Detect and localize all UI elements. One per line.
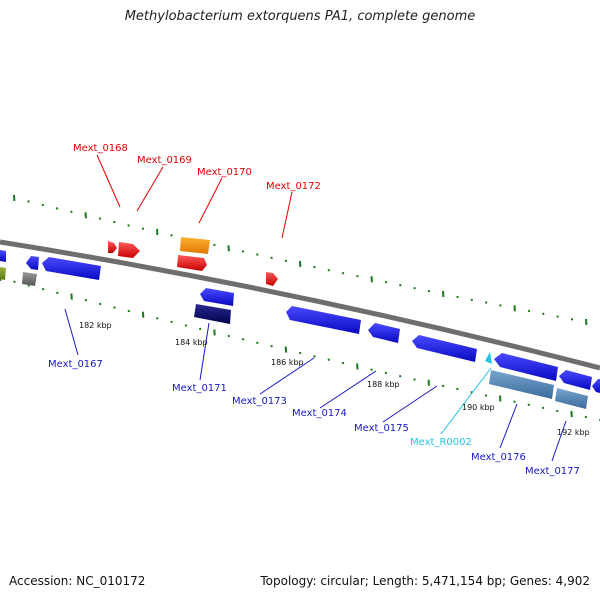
gene-arrow-mext-0177[interactable] bbox=[555, 388, 588, 409]
gene-label-mext-0170[interactable]: Mext_0170 bbox=[197, 167, 252, 178]
gene-arrow-mext-0167[interactable] bbox=[42, 257, 101, 280]
forward-strand-features bbox=[108, 237, 278, 286]
leader-mext-0168 bbox=[96, 154, 121, 208]
label-leaders bbox=[64, 154, 567, 462]
gene-arrow-left-edge-olive[interactable] bbox=[0, 267, 6, 280]
scale-label: 190 kbp bbox=[462, 403, 495, 412]
genome-backbone bbox=[0, 239, 600, 371]
genome-summary-text: Topology: circular; Length: 5,471,154 bp… bbox=[260, 574, 590, 588]
leader-mext-0171 bbox=[199, 322, 210, 381]
gene-label-mext-0168[interactable]: Mext_0168 bbox=[73, 143, 128, 154]
gene-label-mext-0171[interactable]: Mext_0171 bbox=[172, 383, 227, 394]
gene-arrow-mext-0176[interactable] bbox=[489, 370, 554, 399]
leader-mext-0173 bbox=[259, 357, 315, 395]
gene-arrow-mext-0171-top[interactable] bbox=[200, 288, 234, 306]
gene-label-mext-0176[interactable]: Mext_0176 bbox=[471, 452, 526, 463]
gene-arrow-mext-0169[interactable] bbox=[118, 242, 140, 258]
scale-label: 188 kbp bbox=[367, 380, 400, 389]
gene-arrow-mext-0172[interactable] bbox=[266, 272, 278, 286]
scale-labels: 182 kbp 184 kbp 186 kbp 188 kbp 190 kbp … bbox=[79, 321, 590, 437]
leader-mext-0175 bbox=[382, 385, 438, 423]
gene-label-mext-0173[interactable]: Mext_0173 bbox=[232, 396, 287, 407]
gene-arrow-mext-0170[interactable] bbox=[177, 255, 207, 271]
leader-mext-0169 bbox=[136, 166, 164, 212]
gene-arrow-mext-0174[interactable] bbox=[368, 323, 400, 343]
leader-mext-r0002 bbox=[440, 367, 492, 435]
leader-mext-0177 bbox=[551, 420, 567, 462]
map-title: Methylobacterium extorquens PA1, complet… bbox=[124, 9, 476, 24]
rna-feature-mext-0170[interactable] bbox=[180, 237, 210, 254]
gene-label-mext-0169[interactable]: Mext_0169 bbox=[137, 155, 192, 166]
gene-arrow-mext-0177-top[interactable] bbox=[559, 370, 592, 390]
gene-arrow-mext-0176-top[interactable] bbox=[494, 353, 558, 381]
gene-label-mext-0177[interactable]: Mext_0177 bbox=[525, 466, 580, 477]
scale-label: 186 kbp bbox=[271, 358, 304, 367]
leader-mext-0167 bbox=[64, 308, 79, 356]
gene-block-gray[interactable] bbox=[22, 272, 37, 286]
rna-feature-mext-r0002[interactable] bbox=[485, 352, 492, 364]
gene-label-mext-0174[interactable]: Mext_0174 bbox=[292, 408, 347, 419]
gene-arrow-mext-0171[interactable] bbox=[194, 304, 231, 324]
gene-label-mext-0172[interactable]: Mext_0172 bbox=[266, 181, 321, 192]
gene-arrow-mext-0175[interactable] bbox=[412, 335, 477, 362]
leader-mext-0174 bbox=[319, 370, 377, 409]
gene-arrow-mext-0173[interactable] bbox=[286, 306, 361, 334]
gene-arrow-right-edge[interactable] bbox=[592, 379, 600, 393]
leader-mext-0176 bbox=[499, 403, 518, 449]
accession-text: Accession: NC_010172 bbox=[9, 574, 146, 588]
gene-arrow-mext-0168[interactable] bbox=[108, 241, 117, 253]
scale-label: 192 kbp bbox=[557, 428, 590, 437]
gene-labels: Mext_0168 Mext_0169 Mext_0170 Mext_0172 … bbox=[48, 143, 580, 477]
gene-label-mext-0175[interactable]: Mext_0175 bbox=[354, 423, 409, 434]
gene-arrow-left-edge-blue[interactable] bbox=[0, 250, 6, 262]
leader-mext-0170 bbox=[198, 177, 223, 224]
gene-arrow-small-blue[interactable] bbox=[26, 256, 39, 270]
gene-label-mext-r0002[interactable]: Mext_R0002 bbox=[410, 437, 472, 448]
reverse-strand-features bbox=[0, 250, 600, 409]
scale-label: 184 kbp bbox=[175, 338, 208, 347]
scale-label: 182 kbp bbox=[79, 321, 112, 330]
leader-mext-0172 bbox=[281, 191, 293, 239]
gene-label-mext-0167[interactable]: Mext_0167 bbox=[48, 359, 103, 370]
